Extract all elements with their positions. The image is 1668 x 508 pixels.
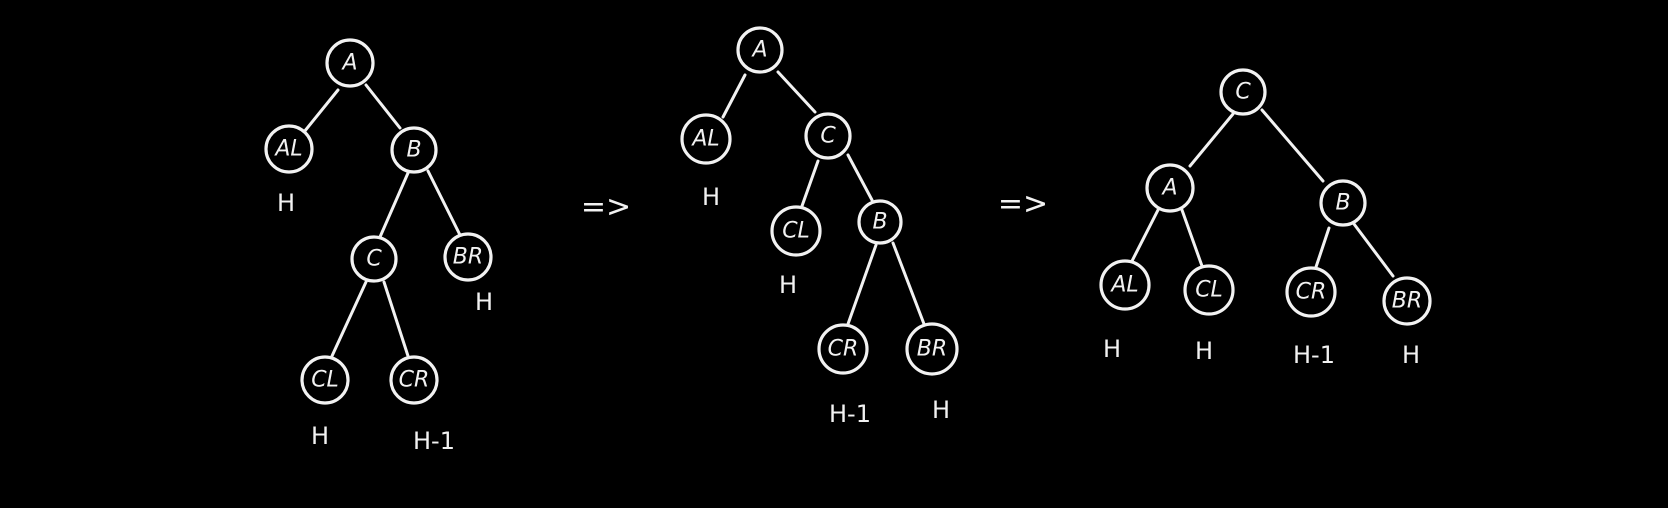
node-label-cl: CL	[311, 368, 339, 393]
edge-b-c	[378, 171, 410, 239]
height-label-cr: H-1	[829, 400, 871, 428]
edge-b-br	[1352, 222, 1395, 278]
node-label-cr: CR	[828, 337, 859, 362]
node-a: A	[736, 26, 784, 74]
node-label-a: A	[1160, 176, 1177, 201]
node-a: A	[325, 38, 375, 88]
node-label-cr: CR	[1296, 280, 1327, 305]
node-c: C	[1219, 68, 1267, 116]
tree-diagram-3: C A B AL CL CR BR H H H-1 H	[1099, 68, 1432, 369]
node-label-cl: CL	[1195, 278, 1223, 303]
height-label-cr: H-1	[1293, 341, 1335, 369]
node-cr: CR	[817, 323, 869, 375]
edge-c-a	[1188, 112, 1235, 168]
node-label-b: B	[872, 210, 887, 235]
node-label-br: BR	[917, 337, 947, 362]
height-label-al: H	[702, 183, 720, 211]
node-br: BR	[1382, 276, 1432, 326]
node-al: AL	[1099, 259, 1151, 311]
node-label-b: B	[406, 138, 421, 163]
node-label-br: BR	[1392, 289, 1422, 314]
edge-c-cl	[800, 159, 820, 208]
node-br: BR	[443, 232, 493, 282]
node-label-c: C	[366, 247, 382, 272]
node-b: B	[857, 199, 903, 245]
edge-a-al	[721, 73, 747, 119]
height-label-cl: H	[1195, 337, 1213, 365]
edge-b-cr	[846, 243, 878, 326]
height-label-cr: H-1	[413, 427, 455, 455]
edge-a-cl	[1180, 208, 1204, 268]
tree-diagram-2: A AL C CL B CR BR H H H-1 H	[680, 26, 959, 428]
node-cl: CL	[300, 355, 350, 405]
node-label-b: B	[1335, 191, 1350, 216]
height-label-br: H	[1402, 341, 1420, 369]
height-label-cl: H	[311, 422, 329, 450]
node-label-c: C	[820, 124, 836, 149]
edge-b-br	[891, 241, 926, 326]
node-label-cr: CR	[399, 368, 430, 393]
node-al: AL	[264, 124, 314, 174]
edge-a-c	[776, 70, 817, 114]
node-al: AL	[680, 113, 732, 165]
node-cl: CL	[1183, 264, 1235, 316]
node-b: B	[1319, 179, 1367, 227]
node-label-al: AL	[273, 137, 302, 162]
node-label-cl: CL	[782, 219, 810, 244]
edge-c-cl	[330, 280, 368, 358]
node-label-al: AL	[1109, 273, 1138, 298]
edge-a-al	[1130, 208, 1160, 263]
node-a: A	[1145, 163, 1195, 213]
node-label-c: C	[1235, 80, 1251, 105]
edge-b-br	[426, 169, 462, 237]
edge-b-cr	[1314, 226, 1331, 269]
edge-c-cr	[382, 280, 410, 358]
node-b: B	[390, 126, 438, 174]
node-c: C	[350, 235, 398, 283]
node-label-al: AL	[690, 127, 719, 152]
transform-arrow-1: =>	[581, 190, 631, 225]
transform-arrow-2: =>	[998, 187, 1048, 222]
height-label-br: H	[475, 288, 493, 316]
node-cl: CL	[770, 205, 822, 257]
tree-diagram-1: A AL B C BR CL CR H H H H-1	[264, 38, 493, 455]
height-label-al: H	[1103, 335, 1121, 363]
edge-a-al	[302, 88, 340, 134]
height-label-br: H	[932, 396, 950, 424]
edge-c-b	[846, 153, 874, 202]
node-cr: CR	[389, 355, 439, 405]
node-label-a: A	[750, 38, 767, 63]
node-cr: CR	[1285, 266, 1337, 318]
height-label-al: H	[277, 189, 295, 217]
node-label-a: A	[340, 51, 357, 76]
node-label-br: BR	[453, 245, 483, 270]
edge-c-b	[1260, 108, 1325, 183]
node-br: BR	[905, 322, 959, 376]
edge-a-b	[364, 83, 402, 130]
height-label-cl: H	[779, 271, 797, 299]
node-c: C	[804, 112, 852, 160]
